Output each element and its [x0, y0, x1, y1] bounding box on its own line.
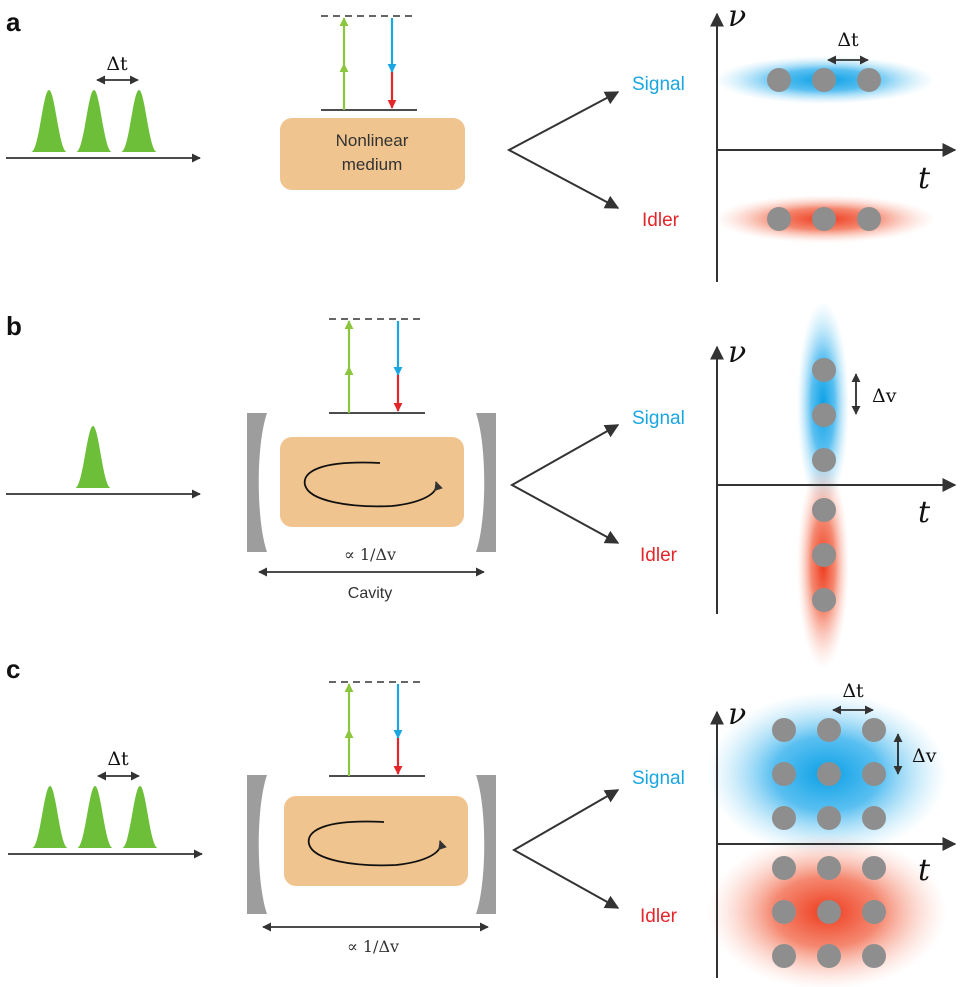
pulse-spacing-label: Δt — [107, 748, 129, 770]
signal-mode-dot — [812, 448, 836, 472]
nonlinear-medium — [280, 118, 465, 190]
signal-mode-dot — [772, 718, 796, 742]
signal-label: Signal — [632, 408, 685, 429]
frequency-axis-label: ν — [728, 0, 746, 34]
circulation-arrow — [307, 820, 447, 867]
signal-mode-dot — [812, 358, 836, 382]
nonlinear-medium — [284, 796, 468, 886]
idler-mode-dot — [812, 207, 836, 231]
idler-output-arrowhead — [565, 878, 620, 909]
time-axis-label: t — [918, 495, 931, 530]
medium-label-line2: medium — [342, 155, 402, 174]
idler-output-arrowhead — [564, 513, 620, 544]
idler-mode-dot — [772, 900, 796, 924]
panel-b: b ∝ 1/Δv Cavity Signal Idler ν — [6, 301, 957, 669]
signal-label: Signal — [632, 74, 685, 95]
pump-pulse — [76, 90, 112, 152]
pump-pulse — [77, 786, 113, 848]
panel-label-c: c — [6, 654, 20, 684]
signal-mode-dot — [767, 68, 791, 92]
panel-label-a: a — [6, 7, 21, 37]
idler-mode-dot — [817, 900, 841, 924]
idler-label: Idler — [642, 210, 680, 231]
signal-mode-dot — [817, 806, 841, 830]
signal-output-arrowhead — [564, 424, 620, 456]
energy-diagram — [329, 318, 425, 414]
idler-mode-dot — [812, 588, 836, 612]
pump-pulses — [31, 90, 157, 152]
idler-mode-dot — [817, 944, 841, 968]
idler-mode-dot — [857, 207, 881, 231]
frequency-axis-label: ν — [728, 335, 746, 370]
idler-mode-dot — [767, 207, 791, 231]
cavity-length-label: ∝ 1/Δv — [344, 545, 396, 564]
idler-mode-dot — [817, 856, 841, 880]
plot-spacing-label: Δt — [837, 29, 859, 51]
panel-c: c Δt ∝ 1/Δv Signal Idler — [6, 654, 957, 987]
pump-pulse — [122, 786, 158, 848]
idler-output-arrowhead — [559, 176, 620, 209]
output-split-arrows — [506, 91, 619, 209]
signal-mode-dot — [862, 762, 886, 786]
signal-mode-dot — [772, 762, 796, 786]
pump-pulse — [32, 786, 68, 848]
plot-frequency-spacing-label: Δv — [912, 745, 937, 767]
idler-mode-dot — [862, 944, 886, 968]
cavity-mirror-right — [476, 775, 496, 914]
pulse-spacing-label: Δt — [106, 53, 128, 75]
idler-mode-dot — [772, 856, 796, 880]
idler-mode-dot — [772, 944, 796, 968]
cavity-mirror-left — [247, 775, 267, 914]
energy-diagram — [329, 681, 425, 777]
circulation-arrow — [303, 461, 443, 508]
idler-mode-dot — [862, 900, 886, 924]
signal-mode-dot — [817, 718, 841, 742]
output-split-arrows — [511, 789, 619, 909]
cavity-mirror-left — [247, 413, 267, 552]
cavity-label: Cavity — [348, 585, 392, 602]
time-frequency-plot: ν t Δt Δv — [707, 680, 957, 987]
signal-mode-dot — [857, 68, 881, 92]
time-frequency-plot: ν t Δt — [710, 0, 957, 282]
signal-mode-dot — [812, 68, 836, 92]
pump-pulse — [31, 90, 67, 152]
signal-mode-dot — [772, 806, 796, 830]
idler-label: Idler — [640, 906, 678, 927]
time-axis-label: t — [918, 161, 931, 196]
plot-time-spacing-label: Δt — [842, 680, 864, 702]
idler-mode-dot — [812, 543, 836, 567]
output-split-arrows — [509, 424, 619, 544]
plot-spacing-label: Δv — [872, 385, 897, 407]
medium-label-line1: Nonlinear — [336, 131, 409, 150]
signal-mode-dot — [862, 718, 886, 742]
pump-pulse — [121, 90, 157, 152]
pump-pulse — [75, 426, 111, 488]
signal-mode-dot — [862, 806, 886, 830]
energy-diagram — [321, 15, 417, 111]
signal-output-arrowhead — [559, 91, 620, 124]
signal-output-arrowhead — [565, 789, 620, 821]
panel-a: a Δt Nonlinear medium Signal Idler — [6, 0, 957, 282]
idler-label: Idler — [640, 545, 678, 566]
nonlinear-medium — [280, 437, 464, 527]
frequency-axis-label: ν — [728, 697, 746, 732]
cavity-length-label: ∝ 1/Δv — [347, 937, 399, 956]
signal-mode-dot — [817, 762, 841, 786]
time-frequency-plot: ν t Δv — [710, 301, 957, 669]
signal-label: Signal — [632, 768, 685, 789]
idler-mode-dot — [812, 498, 836, 522]
time-axis-label: t — [918, 853, 931, 888]
cavity-mirror-right — [476, 413, 496, 552]
signal-mode-dot — [812, 403, 836, 427]
panel-label-b: b — [6, 311, 22, 341]
pump-pulses — [32, 786, 158, 848]
idler-mode-dot — [862, 856, 886, 880]
